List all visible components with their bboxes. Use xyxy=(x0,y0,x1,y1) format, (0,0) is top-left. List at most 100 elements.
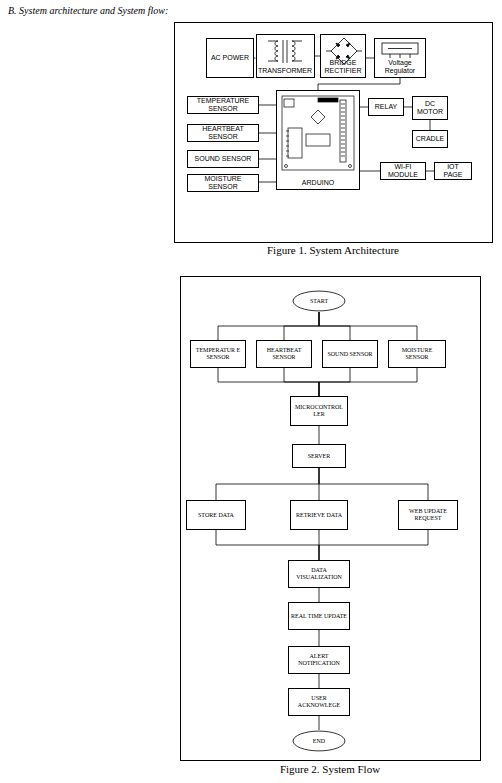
node-label: TRANSFORMER xyxy=(258,67,312,75)
connector-line xyxy=(319,426,320,444)
arduino-board xyxy=(284,99,294,107)
process-box: REAL TIME UPDATE xyxy=(288,602,350,630)
transformer-symbol xyxy=(268,40,302,63)
process-box: IOT PAGE xyxy=(434,162,472,180)
arduino-board xyxy=(286,131,289,156)
bridge-rectifier-symbol xyxy=(346,43,350,47)
connector-line xyxy=(360,107,368,108)
process-box: STORE DATA xyxy=(186,500,246,530)
regulator-symbol xyxy=(388,48,412,49)
regulator-symbol xyxy=(382,43,418,54)
node-label: WEB UPDATE REQUEST xyxy=(401,508,455,522)
process-box: DATA VISUALIZATION xyxy=(288,560,350,588)
connector-line xyxy=(259,159,276,160)
bridge-rectifier-symbol xyxy=(357,51,362,52)
node-label: WI-FI MODULE xyxy=(383,163,423,179)
node-label: ALERT NOTIFICATION xyxy=(291,653,347,667)
process-box: ARDUINO xyxy=(276,90,360,190)
process-box: RELAY xyxy=(368,98,404,116)
node-label: BRIDGE RECTIFIER xyxy=(323,59,363,75)
node-label: CRADLE xyxy=(416,135,444,143)
terminal-ellipse: START xyxy=(292,290,346,312)
connector-line xyxy=(218,312,319,340)
node-label: DATA VISUALIZATION xyxy=(291,567,347,581)
arduino-board xyxy=(282,96,354,170)
section-heading-box: B. System architecture and System flow: xyxy=(8,5,168,16)
node-label: AC POWER xyxy=(211,54,249,62)
node-label: MICROCONTROL LER xyxy=(293,404,345,418)
process-box: RETRIEVE DATA xyxy=(290,500,348,530)
node-label: DC MOTOR xyxy=(415,100,445,116)
node-label: TEMPERATURE SENSOR xyxy=(190,97,256,113)
regulator-symbol xyxy=(410,54,411,58)
connector-line xyxy=(319,368,417,396)
arduino-board xyxy=(282,96,354,170)
transformer-symbol xyxy=(292,41,302,61)
connector-line xyxy=(259,133,276,134)
process-box: SOUND SENSOR xyxy=(322,340,378,368)
node-label: RELAY xyxy=(375,103,397,111)
process-box: TRANSFORMER xyxy=(256,34,315,78)
figure-frame xyxy=(175,23,493,243)
process-box: DC MOTOR xyxy=(412,96,448,120)
arduino-board xyxy=(285,165,288,168)
connector-line xyxy=(284,368,319,396)
node-label: TEMPERATUR E SENSOR xyxy=(193,347,243,361)
bridge-rectifier-symbol xyxy=(326,51,331,52)
node-label: START xyxy=(310,298,328,305)
connector-line xyxy=(319,312,417,340)
figure-caption: Figure 2. System Flow xyxy=(280,763,380,775)
node-label: RETRIEVE DATA xyxy=(296,512,342,519)
process-box: ALERT NOTIFICATION xyxy=(288,646,350,674)
node-label: REAL TIME UPDATE xyxy=(291,613,347,620)
section-heading: B. System architecture and System flow: xyxy=(8,5,168,16)
process-box: AC POWER xyxy=(206,38,254,78)
connector-line xyxy=(426,171,434,172)
arduino-board xyxy=(311,110,325,124)
arduino-board xyxy=(318,98,338,102)
connector-line xyxy=(319,716,320,730)
regulator-symbol xyxy=(400,54,401,58)
transformer-symbol xyxy=(268,41,278,61)
process-box: WEB UPDATE REQUEST xyxy=(398,500,458,530)
regulator-symbol xyxy=(382,43,418,58)
node-label: IOT PAGE xyxy=(437,163,469,179)
bridge-rectifier-symbol xyxy=(336,43,340,47)
connector-line xyxy=(319,530,428,560)
connector-line xyxy=(259,182,276,183)
connector-line xyxy=(319,630,320,646)
arduino-board xyxy=(341,104,345,156)
bridge-rectifier-symbol xyxy=(336,55,340,59)
connector-line xyxy=(319,468,428,500)
arduino-board xyxy=(349,165,352,168)
process-box: CRADLE xyxy=(412,130,448,148)
connector-line xyxy=(319,588,320,602)
node-label: SERVER xyxy=(308,453,331,460)
arduino-board xyxy=(340,100,346,162)
connector-line xyxy=(216,468,319,500)
process-box: MICROCONTROL LER xyxy=(290,396,348,426)
connector-line xyxy=(404,107,412,108)
connector-line xyxy=(366,58,374,59)
connector-line xyxy=(218,368,319,396)
ellipse-outline xyxy=(293,291,345,311)
process-box: BRIDGE RECTIFIER xyxy=(320,34,366,78)
transformer-symbol xyxy=(283,40,284,63)
figure-caption-box: Figure 1. System Architecture xyxy=(174,244,492,256)
node-label: ARDUINO xyxy=(302,179,334,187)
process-box: WI-FI MODULE xyxy=(380,162,426,180)
node-label: USER ACKNOWLEGE xyxy=(291,695,347,709)
node-label: SOUND SENSOR xyxy=(327,351,372,358)
process-box: TEMPERATURE SENSOR xyxy=(187,96,259,114)
connector-line xyxy=(284,312,319,340)
node-label: HEARTBEAT SENSOR xyxy=(190,125,256,141)
figure-frame xyxy=(181,277,481,761)
process-box: Voltage Regulator xyxy=(374,38,426,78)
connector-line xyxy=(216,530,319,560)
node-label: MOISTURE SENSOR xyxy=(391,347,443,361)
regulator-symbol xyxy=(390,54,391,58)
node-label: MOISTURE SENSOR xyxy=(190,175,256,191)
connector-line xyxy=(360,171,380,172)
connector-line xyxy=(318,78,400,90)
